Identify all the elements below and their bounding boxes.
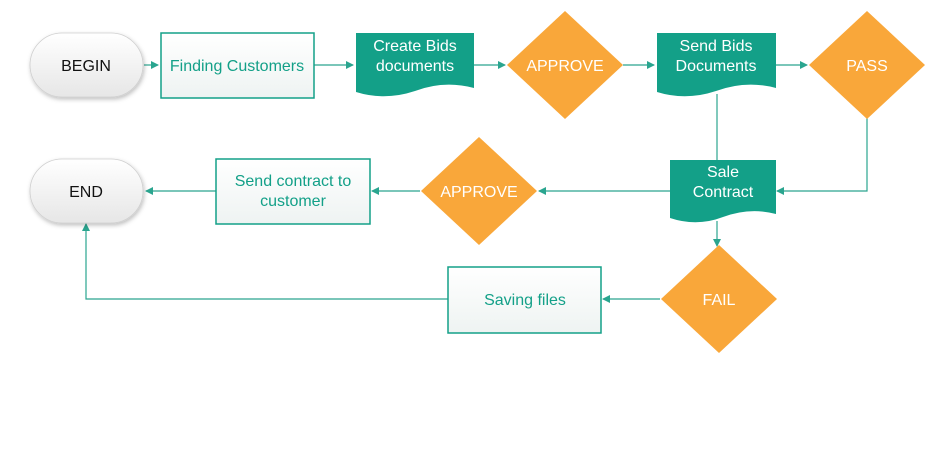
connectors [82,61,868,303]
saving-files-box [447,266,602,334]
saving-files-label: Saving files [484,292,566,309]
arrow-saving-to-end [82,223,448,300]
finding-customers-label: Finding Customers [170,58,304,75]
create-bids-document [356,33,474,97]
sale-contract-label-1: Sale [707,164,739,181]
approve-label-2: APPROVE [440,184,517,201]
send-contract-label-1: Send contract to [235,173,352,190]
arrow-pass-to-sale [776,118,868,195]
fail-diamond [661,245,777,353]
pass-label: PASS [846,58,888,75]
sale-contract-label-2: Contract [693,184,754,201]
create-bids-label-2: documents [376,58,454,75]
end-label: END [69,184,103,201]
send-bids-label-1: Send Bids [680,38,753,55]
approve-diamond-2 [421,137,537,245]
send-contract-label-2: customer [260,193,326,210]
send-bids-label-2: Documents [676,58,757,75]
sale-contract-document [670,160,776,223]
begin-node [29,32,144,98]
send-contract-box [215,158,371,225]
finding-customers-box [160,32,315,99]
fail-label: FAIL [703,292,736,309]
begin-label: BEGIN [61,58,111,75]
approve-diamond-1 [507,11,623,119]
create-bids-label-1: Create Bids [373,38,457,55]
end-node [29,158,144,224]
approve-label-1: APPROVE [526,58,603,75]
pass-diamond [809,11,925,119]
send-bids-document [657,33,776,97]
